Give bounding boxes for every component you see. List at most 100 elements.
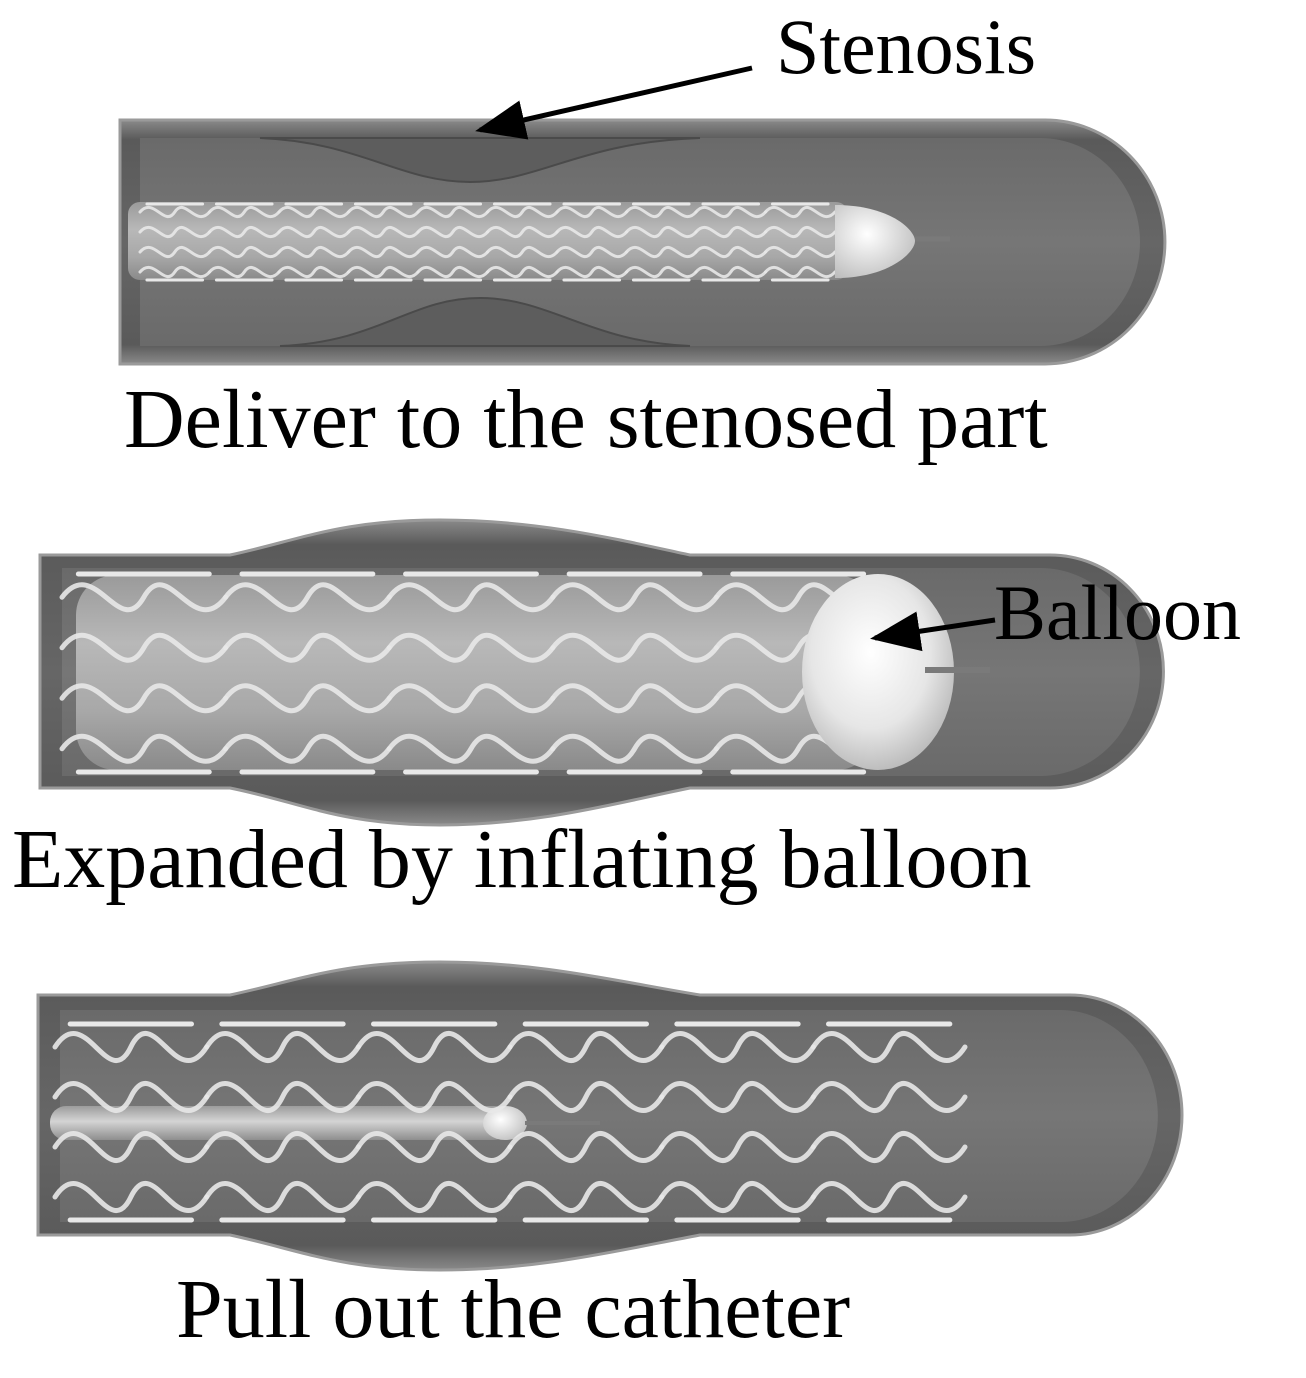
stent-strut (550, 683, 719, 714)
stent-strut (810, 1180, 968, 1214)
stent-strut (625, 245, 698, 259)
stent-strut (764, 265, 837, 279)
stent-strut (138, 245, 211, 259)
stent-strut (347, 205, 420, 219)
stent-strut (416, 245, 489, 259)
stent-strut (764, 205, 837, 219)
stent-strut (223, 582, 392, 613)
stent-strut (204, 1180, 361, 1214)
stent-strut (138, 265, 211, 279)
stent-strut (659, 1180, 816, 1214)
stent-strut (386, 582, 556, 613)
stent-strut (550, 733, 719, 764)
stent-strut (764, 245, 837, 259)
caption-pullout: Pull out the catheter (176, 1263, 851, 1356)
stent-strut (555, 245, 628, 259)
stent-strut (486, 245, 559, 259)
balloon-arrow (870, 611, 996, 652)
stent-strut (694, 205, 767, 219)
stent-strut (208, 205, 281, 219)
caption-deliver: Deliver to the stenosed part (124, 373, 1048, 466)
stent-strut (386, 733, 556, 764)
stent-strut (204, 1080, 361, 1114)
stent-strut (59, 733, 229, 764)
caption-expand: Expanded by inflating balloon (12, 813, 1032, 906)
stent-strut (386, 683, 556, 714)
crimped-balloon (128, 202, 848, 280)
stent-strut (59, 632, 229, 663)
stent-strut (550, 632, 719, 663)
stent-strut (694, 225, 767, 239)
stent-strut (555, 265, 628, 279)
deployed-stent (52, 1021, 968, 1223)
stent-strut (625, 205, 698, 219)
stent-strut (59, 683, 229, 714)
stent-strut (625, 265, 698, 279)
stent-strut (416, 205, 489, 219)
stent-strut (355, 1130, 513, 1164)
stent-strut (223, 683, 392, 714)
stent-strut (416, 265, 489, 279)
stent-strut (138, 205, 211, 219)
stenosis-arrow (475, 65, 753, 140)
catheter-tip-1 (835, 205, 915, 278)
stent-strut (486, 205, 559, 219)
stent-strut (277, 225, 350, 239)
stent-strut (277, 245, 350, 259)
stent-strut (59, 582, 229, 613)
stent-strut (625, 225, 698, 239)
stent-strut (52, 1130, 210, 1164)
stent-strut (208, 265, 281, 279)
stent-strut (694, 265, 767, 279)
stent-strut (208, 225, 281, 239)
stent-strut (659, 1030, 816, 1064)
stent-strut (223, 733, 392, 764)
stent-strut (208, 245, 281, 259)
stent-strut (810, 1080, 968, 1114)
stent-strut (659, 1080, 816, 1114)
stent-strut (507, 1180, 665, 1214)
stent-strut (204, 1130, 361, 1164)
crimped-stent (138, 202, 837, 282)
stent-strut (347, 245, 420, 259)
panel-withdrawal (36, 960, 1184, 1272)
stent-strut (507, 1130, 665, 1164)
stent-strut (810, 1130, 968, 1164)
stent-strut (355, 1180, 513, 1214)
stenosis-plaque-top (259, 137, 701, 184)
stent-strut (764, 225, 837, 239)
stent-strut (223, 632, 392, 663)
stent-strut (555, 205, 628, 219)
stent-strut (416, 225, 489, 239)
stent-strut (659, 1130, 816, 1164)
catheter-tip-3 (483, 1106, 527, 1140)
stent-strut (52, 1180, 210, 1214)
stent-strut (507, 1030, 665, 1064)
stent-strut (810, 1030, 968, 1064)
stenosis-label: Stenosis (776, 3, 1037, 90)
stenosis-plaque-bottom (279, 296, 691, 347)
stent-strut (355, 1030, 513, 1064)
stent-strut (507, 1080, 665, 1114)
stent-strut (204, 1030, 361, 1064)
stent-strut (52, 1080, 210, 1114)
inflated-balloon (76, 575, 876, 770)
stent-strut (355, 1080, 513, 1114)
stent-strut (486, 225, 559, 239)
stent-strut (277, 265, 350, 279)
stent-strut (277, 205, 350, 219)
stent-strut (550, 582, 719, 613)
stent-strut (347, 225, 420, 239)
stent-strut (138, 225, 211, 239)
vessel-lumen-3 (60, 1010, 1158, 1222)
stent-strut (555, 225, 628, 239)
balloon-label: Balloon (994, 569, 1241, 656)
stent-strut (386, 632, 556, 663)
stent-strut (347, 265, 420, 279)
stent-strut (486, 265, 559, 279)
stent-strut (694, 245, 767, 259)
stent-strut (52, 1030, 210, 1064)
panel-expansion (38, 518, 1165, 827)
withdrawn-catheter (50, 1106, 510, 1140)
